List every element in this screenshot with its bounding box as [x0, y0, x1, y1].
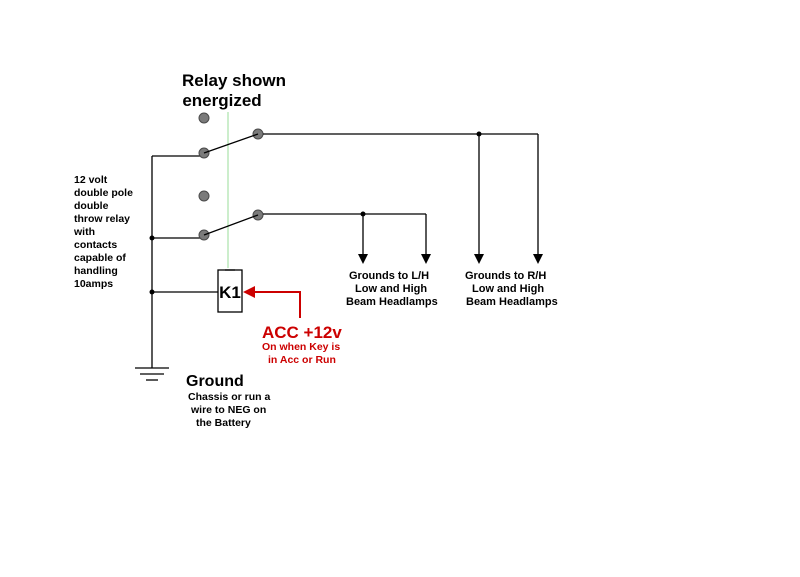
relay-description-line-5: with — [73, 226, 95, 238]
junction-node-coil — [149, 289, 155, 295]
rh-load-line-2: Low and High — [472, 283, 544, 295]
ground-note-line-2: wire to NEG on — [190, 404, 266, 416]
relay-description-line-7: capable of — [74, 252, 126, 264]
pole2-nc-contact — [198, 190, 210, 202]
rh-high-beam-arrow — [533, 254, 543, 264]
ground-note-line-3: the Battery — [196, 417, 251, 429]
acc-label: ACC +12v — [262, 323, 342, 342]
acc-feed-arrow — [243, 286, 255, 298]
junction-node-pole2 — [149, 235, 155, 241]
rh-load-line-3: Beam Headlamps — [466, 296, 558, 308]
rh-load-line-1: Grounds to R/H — [465, 270, 546, 282]
acc-feed-wire — [252, 291, 301, 318]
pole2-switch-arm — [203, 214, 259, 236]
ground-note-line-1: Chassis or run a — [188, 391, 270, 403]
relay-description-line-3: double — [74, 200, 109, 212]
relay-description-line-6: contacts — [74, 239, 117, 251]
ground-symbol — [135, 367, 169, 381]
rh-low-beam-arrow — [474, 254, 484, 264]
relay-description: 12 volt double pole double throw relay w… — [73, 174, 133, 290]
lh-high-beam-arrow — [421, 254, 431, 264]
lh-load-line-1: Grounds to L/H — [349, 270, 429, 282]
lh-low-beam-arrow — [358, 254, 368, 264]
relay-description-line-8: handling — [74, 265, 118, 277]
relay-description-line-1: 12 volt — [74, 174, 108, 186]
relay-coil-label: K1 — [219, 283, 241, 302]
relay-description-line-4: throw relay — [74, 213, 130, 225]
relay-description-line-2: double pole — [74, 187, 133, 199]
acc-note-line-1: On when Key is — [262, 341, 340, 353]
relay-description-line-9: 10amps — [74, 278, 113, 290]
relay-coil-box — [217, 269, 243, 313]
pole1-switch-arm — [203, 133, 259, 154]
lh-load-line-2: Low and High — [355, 283, 427, 295]
ground-label: Ground — [186, 373, 244, 390]
diagram-title-line-2: energized — [182, 91, 261, 110]
diagram-title-line-1: Relay shown — [182, 71, 286, 90]
pole1-nc-contact — [198, 112, 210, 124]
lh-load-line-3: Beam Headlamps — [346, 296, 438, 308]
acc-note-line-2: in Acc or Run — [268, 354, 336, 366]
